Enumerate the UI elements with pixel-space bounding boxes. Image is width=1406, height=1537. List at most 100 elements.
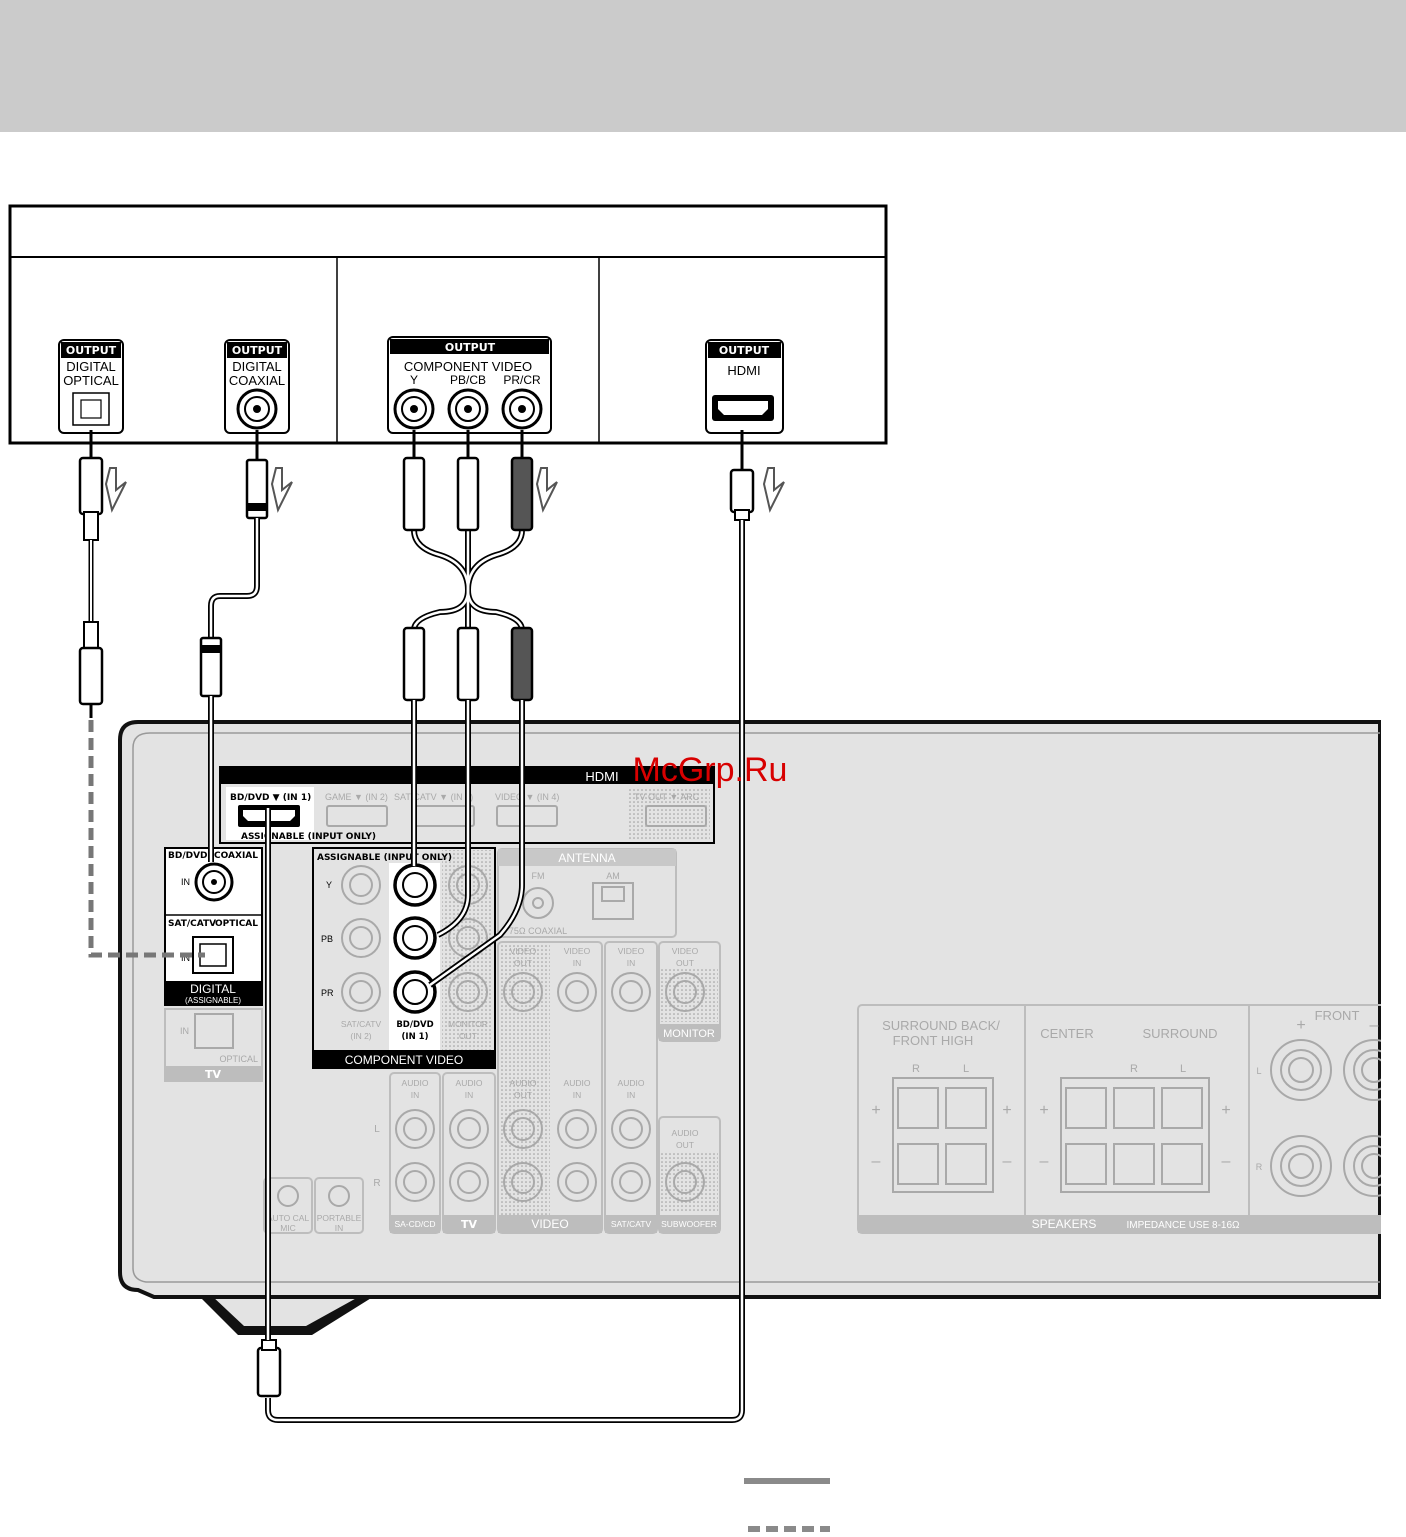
tv-optical-in: IN (180, 1026, 189, 1036)
sur-l-label: L (1180, 1063, 1186, 1075)
subwoofer-title: SUBWOOFER (661, 1219, 717, 1229)
sb-r-label: R (912, 1063, 920, 1075)
front-label: FRONT (1315, 1008, 1360, 1023)
receiver-hdmi-video: VIDEO ▼ (IN 4) (495, 792, 559, 802)
sat-catv-title: SAT/CATV (611, 1219, 652, 1229)
component-monitor: MONITOR (448, 1019, 488, 1029)
c-minus-right: – (1222, 1153, 1231, 1170)
coaxial-jack-icon (236, 388, 278, 430)
hdmi-jack-icon (712, 395, 774, 421)
component-cable (402, 430, 534, 988)
component-output-pb: PB/CB (450, 373, 486, 387)
receiver-coaxial-jack[interactable] (194, 862, 234, 902)
sub-audio-label: AUDIO (672, 1128, 699, 1138)
antenna-fm: FM (532, 871, 545, 881)
video-out-label2: OUT (514, 958, 532, 968)
coaxial-output-line2: COAXIAL (229, 373, 285, 388)
video-in-label2: IN (573, 958, 582, 968)
source-optical-output: OUTPUT DIGITAL OPTICAL (58, 339, 124, 434)
source-device: OUTPUT DIGITAL OPTICAL OUTPUT DIGITAL CO… (8, 204, 888, 445)
watermark: McGrp.Ru (633, 751, 788, 789)
coaxial-output-line1: DIGITAL (232, 359, 282, 374)
tv-optical-label: OPTICAL (219, 1054, 258, 1064)
signal-flow-arrow-icons (104, 467, 785, 513)
sacd-title: SA-CD/CD (394, 1219, 435, 1229)
component-pb-jack-icon (447, 388, 489, 430)
digital-sat-catv: SAT/CATV (168, 919, 216, 929)
video-out-label1: VIDEO (510, 946, 537, 956)
video-audio-in-label: AUDIO (564, 1078, 591, 1088)
component-out: OUT (459, 1031, 477, 1041)
sat-video-in-label2: IN (627, 958, 636, 968)
sb-plus-right: + (1002, 1102, 1011, 1119)
front-plus: + (1296, 1017, 1305, 1034)
sacd-in-label: IN (411, 1090, 420, 1100)
receiver-hdmi-bd-dvd: BD/DVD ▼ (IN 1) (230, 793, 311, 803)
digital-in1: IN (181, 877, 190, 887)
component-output-y: Y (410, 373, 418, 387)
center-label: CENTER (1040, 1026, 1093, 1041)
source-coaxial-output: OUTPUT DIGITAL COAXIAL (224, 339, 290, 434)
hdmi-output-header: OUTPUT (719, 344, 770, 357)
receiver-component-y-jack[interactable] (393, 863, 437, 907)
coaxial-output-header: OUTPUT (232, 344, 283, 357)
component-in1: (IN 1) (402, 1032, 429, 1042)
receiver-hdmi-tv-out: TV OUT ▼ ARC (634, 792, 700, 802)
tv-audio-title: TV (461, 1218, 478, 1231)
optical-output-line1: DIGITAL (66, 359, 116, 374)
monitor-video-label2: OUT (676, 958, 694, 968)
digital-bd-dvd: BD/DVD (168, 851, 208, 861)
video-in-label1: VIDEO (564, 946, 591, 956)
receiver-hdmi-sat-catv: SAT/CATV ▼ (IN 3) (394, 792, 473, 802)
component-output-pr: PR/CR (503, 373, 541, 387)
speakers-title: SPEAKERS (1032, 1217, 1097, 1231)
surround-label: SURROUND (1142, 1026, 1217, 1041)
surround-back-label1: SURROUND BACK/ (882, 1018, 1000, 1033)
receiver-component-pr-jack[interactable] (393, 970, 437, 1014)
tv-audio-label: AUDIO (456, 1078, 483, 1088)
sb-plus-left: + (871, 1102, 880, 1119)
component-y-label: Y (326, 880, 332, 890)
digital-title: DIGITAL (190, 982, 236, 996)
digital-subtitle: (ASSIGNABLE) (185, 996, 241, 1005)
sub-out-label: OUT (676, 1140, 694, 1150)
sur-r-label: R (1130, 1063, 1138, 1075)
receiver-component-pb-jack[interactable] (393, 916, 437, 960)
auto-cal-label1: AUTO CAL (267, 1213, 310, 1223)
audio-r-label: R (373, 1178, 380, 1189)
cables (78, 430, 785, 1423)
component-pb-label: PB (321, 934, 333, 944)
c-plus-left: + (1039, 1102, 1048, 1119)
digital-optical: OPTICAL (215, 919, 258, 929)
receiver-front-jacks: AUTO CAL MIC PORTABLE IN (263, 1177, 364, 1234)
portable-label2: IN (335, 1223, 344, 1233)
optical-output-line2: OPTICAL (63, 373, 119, 388)
video-audio-out-label: AUDIO (510, 1078, 537, 1088)
component-title: COMPONENT VIDEO (345, 1053, 463, 1067)
front-r-label: R (1256, 1162, 1263, 1172)
sat-video-in-label1: VIDEO (618, 946, 645, 956)
header-band (0, 0, 1406, 132)
receiver-digital-section: BD/DVD COAXIAL IN SAT/CATV OPTICAL IN DI… (164, 847, 263, 1006)
receiver-rear-panel: HDMI BD/DVD ▼ (IN 1) ASSIGNABLE (INPUT O… (118, 715, 1406, 1335)
video-group-title: VIDEO (531, 1217, 568, 1231)
portable-label1: PORTABLE (317, 1213, 362, 1223)
digital-coaxial: COAXIAL (214, 851, 258, 861)
optical-output-header: OUTPUT (66, 344, 117, 357)
sat-in-label: IN (627, 1090, 636, 1100)
receiver-hdmi-game: GAME ▼ (IN 2) (325, 792, 388, 802)
audio-l-label: L (374, 1124, 380, 1135)
component-bd-dvd: BD/DVD (396, 1020, 433, 1030)
receiver-component-section: ASSIGNABLE (INPUT ONLY) Y PB PR (312, 847, 496, 1069)
antenna-title: ANTENNA (558, 851, 615, 865)
tv-optical-title: TV (205, 1068, 222, 1081)
video-in-label: IN (573, 1090, 582, 1100)
component-in2: (IN 2) (350, 1031, 371, 1041)
surround-back-label2: FRONT HIGH (893, 1033, 974, 1048)
tv-in-label: IN (465, 1090, 474, 1100)
sb-minus-right: – (1003, 1153, 1012, 1170)
hdmi-output-label: HDMI (727, 363, 760, 378)
auto-cal-label2: MIC (280, 1223, 296, 1233)
sb-minus-left: – (872, 1153, 881, 1170)
